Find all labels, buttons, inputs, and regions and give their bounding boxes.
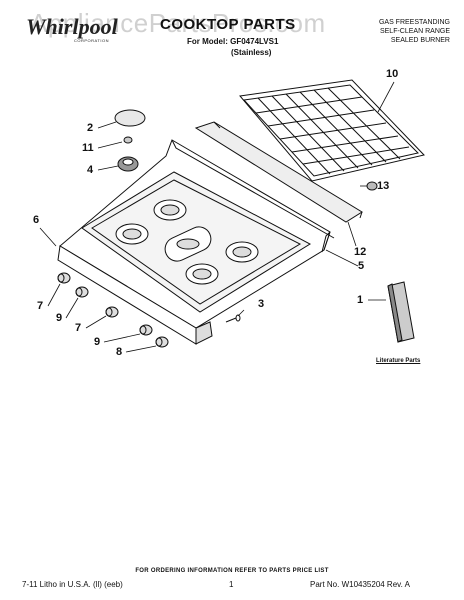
literature-parts-label: Literature Parts (376, 358, 421, 364)
brand-subtitle: CORPORATION (74, 38, 109, 43)
burner-cap-part (114, 109, 146, 127)
product-info-line: SELF-CLEAN RANGE (379, 28, 450, 35)
page-number: 1 (229, 580, 234, 589)
burner-base-part (117, 156, 139, 172)
callout-label: 1 (357, 294, 364, 306)
part-number: Part No. W10435204 Rev. A (310, 580, 410, 589)
ordering-note: FOR ORDERING INFORMATION REFER TO PARTS … (135, 568, 329, 574)
literature-booklet (387, 281, 415, 343)
rear-trim-part (194, 121, 363, 223)
callout-label: 8 (116, 346, 123, 358)
knob-part (105, 306, 119, 318)
product-info-line: GAS FREESTANDING (378, 19, 450, 26)
callout-label: 5 (358, 260, 365, 272)
knob-part (75, 286, 89, 298)
burner-plate (164, 226, 212, 262)
callout-label: 7 (37, 300, 44, 312)
callout-label: 11 (82, 142, 94, 154)
grate-part (239, 79, 425, 182)
screw-part (123, 136, 133, 144)
callout-label: 6 (33, 214, 40, 226)
callout-label: 3 (258, 298, 265, 310)
brand-logo: Whirlpool (26, 14, 118, 39)
burner-plate (225, 241, 259, 263)
callout-label: 2 (87, 122, 94, 134)
burner-plate (185, 263, 219, 285)
grommet-part (366, 181, 378, 191)
footer-litho: 7-11 Litho in U.S.A. (ll) (eeb) (22, 580, 123, 589)
callout-label: 10 (386, 68, 399, 80)
model-number: For Model: GF0474LVS1 (187, 37, 279, 46)
knob-part (57, 272, 71, 284)
callout-label: 9 (94, 336, 101, 348)
burner-plate (153, 199, 187, 221)
knob-part (139, 324, 153, 336)
screw-part (225, 314, 241, 323)
leader-lines (39, 81, 395, 353)
product-info: GAS FREESTANDING SELF-CLEAN RANGE SEALED… (332, 18, 450, 45)
page-title: COOKTOP PARTS (160, 16, 296, 33)
callout-label: 4 (87, 164, 94, 176)
callout-label: 9 (56, 312, 63, 324)
callout-label: 7 (75, 322, 82, 334)
finish-label: (Stainless) (231, 48, 272, 57)
callout-label: 13 (377, 180, 390, 192)
product-info-line: SEALED BURNER (390, 37, 450, 44)
watermark: AppliancePartsPros.com (30, 8, 326, 38)
callout-label: 12 (354, 246, 367, 258)
burner-plate (115, 223, 149, 245)
knob-part (155, 336, 169, 348)
